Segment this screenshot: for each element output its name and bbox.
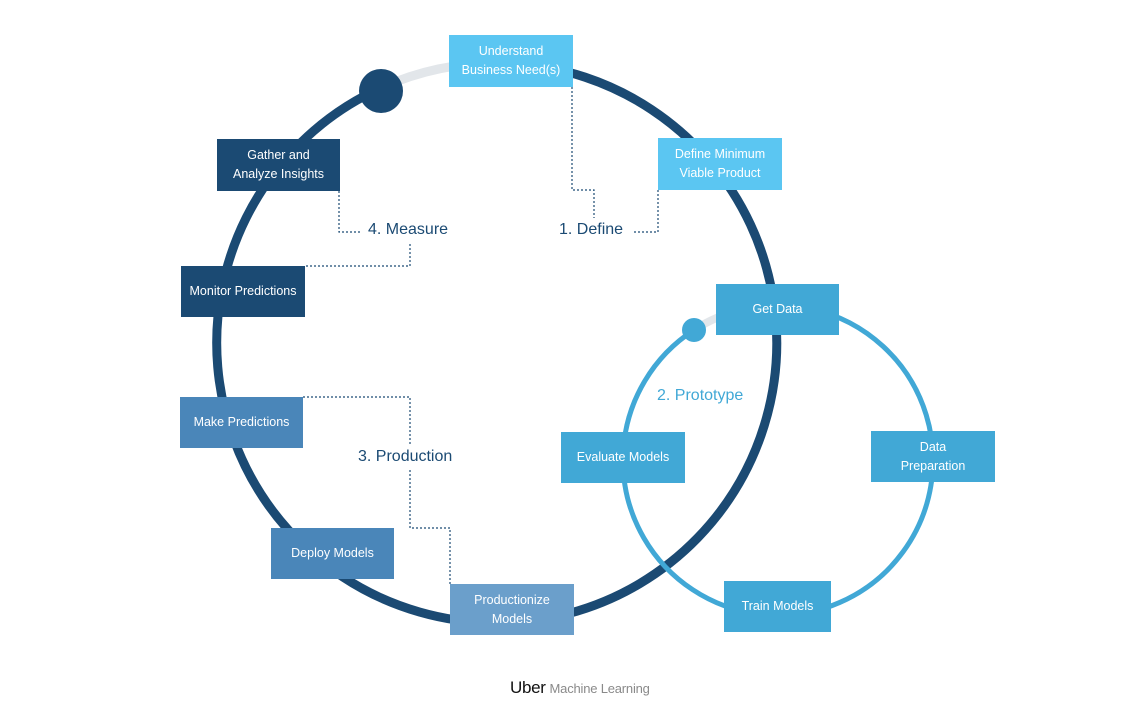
step-data-preparation-label: Data Preparation [900,439,966,473]
phase-define-label: 1. Define [559,221,624,238]
main-cycle-start-dot [359,69,403,113]
phase-prototype-label: 2. Prototype [657,387,744,404]
step-deploy-models: Deploy Models [271,528,394,579]
measure-connector-gather [338,191,362,233]
step-define-mvp-label: Define Minimum Viable Product [674,147,766,180]
step-understand-business-needs: Understand Business Need(s) [449,35,573,87]
step-make-predictions: Make Predictions [180,397,303,448]
step-productionize-models: Productionize Models [450,584,574,635]
step-get-data-label: Get Data [752,302,803,316]
step-monitor-predictions-label: Monitor Predictions [189,284,297,298]
step-understand-label: Understand Business Need(s) [461,44,561,77]
step-gather-insights-label: Gather and Analyze Insights [232,148,325,181]
phase-measure-label: 4. Measure [368,221,449,238]
footer-subtitle: Machine Learning [549,681,650,696]
step-get-data: Get Data [716,284,839,335]
uber-wordmark: Uber [510,678,546,697]
measure-connector-monitor [306,244,411,267]
define-connector-mvp [632,190,659,233]
step-evaluate-models-label: Evaluate Models [576,450,670,464]
production-connector-make [303,396,411,446]
phase-production-label: 3. Production [358,448,453,465]
step-productionize-models-label: Productionize Models [474,592,550,626]
step-deploy-models-label: Deploy Models [291,546,374,560]
step-gather-analyze-insights: Gather and Analyze Insights [217,139,340,191]
step-data-preparation: Data Preparation [871,431,995,482]
step-train-models: Train Models [724,581,831,632]
step-define-mvp: Define Minimum Viable Product [658,138,782,190]
step-make-predictions-label: Make Predictions [193,415,290,429]
main-cycle-gap [393,61,456,87]
prototype-cycle-start-dot [682,318,706,342]
define-connector-understand [571,87,595,218]
step-monitor-predictions: Monitor Predictions [181,266,305,317]
footer-logo: Uber Machine Learning [510,678,650,698]
step-evaluate-models: Evaluate Models [561,432,685,483]
production-connector-deploy [409,470,451,584]
step-train-models-label: Train Models [741,599,814,613]
